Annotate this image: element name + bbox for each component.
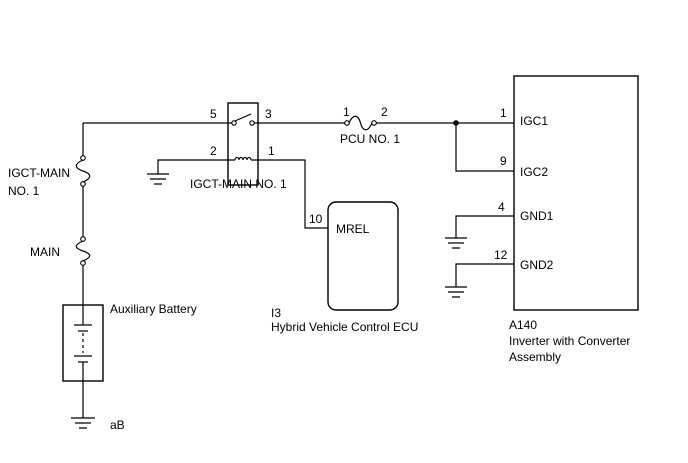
ecu-box — [327, 201, 399, 311]
inverter-box — [513, 75, 639, 311]
fuse-pcu-label: PCU NO. 1 — [340, 132, 400, 146]
wire-gnd2 — [455, 263, 514, 287]
relay-switch-blade — [234, 113, 252, 122]
relay-contact-left — [231, 120, 237, 126]
relay-pin-3: 3 — [265, 107, 272, 121]
fuse-main-label: MAIN — [30, 245, 60, 259]
relay-label: IGCT-MAIN NO. 1 — [190, 177, 287, 191]
ground-gnd2-icon — [445, 286, 467, 298]
inverter-code: A140 — [509, 318, 537, 332]
inverter-pin-igc1-name: IGC1 — [520, 114, 548, 128]
ecu-name: Hybrid Vehicle Control ECU — [271, 320, 418, 334]
fuse-igct-terminal-bottom — [80, 181, 86, 187]
fuse-main: MAIN — [30, 236, 91, 266]
fuse-main-terminal-bottom — [80, 260, 86, 266]
inverter-pin-igc1-number: 1 — [500, 106, 507, 120]
auxiliary-battery: Auxiliary Battery — [62, 302, 197, 382]
wire-coil-to-ground — [157, 159, 228, 174]
relay-coil — [234, 156, 252, 161]
fuse-pcu-pin-1: 1 — [343, 105, 350, 119]
inverter-pin-gnd2-number: 12 — [494, 248, 508, 262]
inverter-assembly: 1 IGC1 9 IGC2 4 GND1 12 GND2 A140 Invert… — [494, 75, 639, 364]
fuse-pcu-pin-2: 2 — [381, 105, 388, 119]
fuse-main-terminal-top — [80, 236, 86, 242]
fuse-igct-element — [75, 159, 91, 183]
relay-igct-main: 5 3 2 1 IGCT-MAIN NO. 1 — [190, 102, 287, 191]
relay-pin-1: 1 — [268, 144, 275, 158]
hybrid-vehicle-control-ecu: 10 MREL I3 Hybrid Vehicle Control ECU — [271, 201, 418, 334]
fuse-pcu-element — [348, 115, 373, 131]
relay-pin-2: 2 — [210, 144, 217, 158]
relay-pin-5: 5 — [210, 107, 217, 121]
inverter-pin-gnd1-number: 4 — [498, 200, 505, 214]
inverter-pin-gnd2-name: GND2 — [520, 258, 554, 272]
wire-to-igc2 — [455, 123, 514, 172]
wire-gnd1 — [455, 215, 514, 238]
ground-relay-icon — [147, 173, 169, 185]
ecu-pin-number: 10 — [309, 212, 323, 226]
fuse-igct-terminal-top — [80, 155, 86, 161]
ecu-code: I3 — [271, 306, 281, 320]
inverter-pin-igc2-name: IGC2 — [520, 165, 548, 179]
fuse-pcu-terminal-2 — [371, 120, 377, 126]
inverter-name-line1: Inverter with Converter — [509, 334, 630, 348]
battery-label: Auxiliary Battery — [110, 302, 197, 316]
ground-gnd1-icon — [445, 237, 467, 249]
inverter-pin-igc2-number: 9 — [500, 154, 507, 168]
fuse-main-element — [75, 240, 91, 262]
ground-battery-icon — [71, 417, 95, 429]
fuse-igct-label-line2: NO. 1 — [8, 184, 40, 198]
relay-box — [227, 102, 259, 186]
wires — [82, 120, 514, 418]
relay-contact-right — [249, 120, 255, 126]
fuse-igct-main-no1: IGCT-MAIN NO. 1 — [8, 155, 91, 198]
fuse-igct-label-line1: IGCT-MAIN — [8, 166, 70, 180]
wire-coil-to-mrel — [258, 159, 328, 229]
inverter-pin-gnd1-name: GND1 — [520, 209, 554, 223]
junction-dot — [453, 120, 459, 126]
ecu-pin-name: MREL — [336, 222, 370, 236]
inverter-name-line2: Assembly — [509, 350, 561, 364]
ground-label: aB — [110, 418, 125, 432]
fuse-pcu-terminal-1 — [344, 120, 350, 126]
fuse-pcu-no1: 1 2 PCU NO. 1 — [340, 105, 400, 146]
